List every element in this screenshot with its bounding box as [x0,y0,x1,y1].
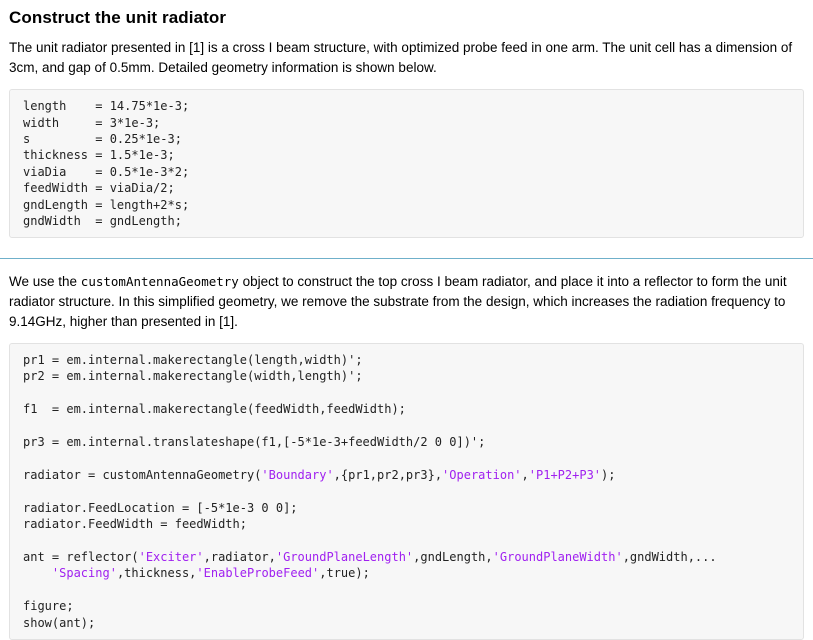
code-line [23,483,790,499]
code-line: f1 = em.internal.makerectangle(feedWidth… [23,402,406,417]
string-literal: 'Exciter' [138,549,204,564]
code-line: length = 14.75*1e-3; [23,99,190,114]
string-literal: 'Operation' [442,467,522,482]
string-literal: 'Boundary' [261,467,334,482]
inline-code-term: customAntennaGeometry [80,274,239,290]
code-line: thickness = 1.5*1e-3; [23,148,175,163]
code-line: s = 0.25*1e-3; [23,131,182,146]
code-line: show(ant); [23,615,96,630]
code-line: feedWidth = viaDia/2; [23,181,175,196]
code-line [23,418,790,434]
string-literal: 'Spacing' [51,566,117,581]
code-line: width = 3*1e-3; [23,115,161,130]
string-literal: 'P1+P2+P3' [528,467,602,482]
code-line: 'Spacing',thickness,'EnableProbeFeed',tr… [51,566,370,581]
code-block-geometry-parameters: length = 14.75*1e-3;width = 3*1e-3;s = 0… [9,89,804,239]
code-line: pr1 = em.internal.makerectangle(length,w… [23,353,363,368]
string-literal: 'GroundPlaneLength' [275,549,414,564]
code-line: figure; [23,599,74,614]
string-literal: 'EnableProbeFeed' [196,566,320,581]
code-line [23,451,790,467]
code-line: gndLength = length+2*s; [23,197,190,212]
code-line [23,533,790,549]
section-divider [0,258,813,260]
code-line: radiator = customAntennaGeometry('Bounda… [23,467,616,482]
code-line: pr2 = em.internal.makerectangle(width,le… [23,369,363,384]
code-line: gndWidth = gndLength; [23,213,182,228]
code-line: radiator.FeedLocation = [-5*1e-3 0 0]; [23,500,298,515]
body-paragraph: We use the customAntennaGeometry object … [9,274,787,329]
code-line: ant = reflector('Exciter',radiator,'Grou… [23,549,717,564]
code-line: radiator.FeedWidth = feedWidth; [23,517,247,532]
code-line: pr3 = em.internal.translateshape(f1,[-5*… [23,435,486,450]
code-block-unit-radiator: pr1 = em.internal.makerectangle(length,w… [9,343,804,640]
intro-paragraph: The unit radiator presented in [1] is a … [9,40,793,75]
page-title: Construct the unit radiator [9,8,227,27]
string-literal: 'GroundPlaneWidth' [492,549,623,564]
code-line [23,385,790,401]
code-line: viaDia = 0.5*1e-3*2; [23,164,190,179]
